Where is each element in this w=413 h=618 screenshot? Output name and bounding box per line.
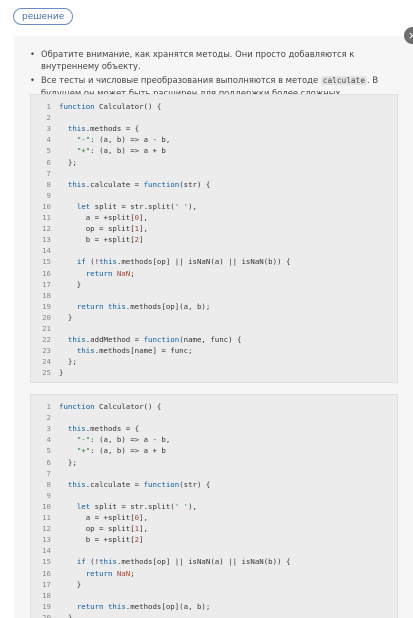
code-text: };: [59, 457, 77, 467]
code-text: }: [59, 368, 64, 378]
code-text: "-": (a, b) => a - b,: [76, 135, 171, 145]
code-text: let split = str.split(' '),: [76, 501, 197, 511]
line-number: 7: [46, 168, 51, 178]
code-text: };: [59, 157, 77, 167]
line-number: 4: [46, 435, 51, 445]
note-text: Обратите внимание, как хранятся методы. …: [41, 49, 355, 71]
code-text: this.methods[name] = func;: [76, 346, 193, 356]
line-number: 7: [46, 468, 51, 478]
code-text: this.calculate = function(str) {: [67, 479, 211, 489]
code-text: if (!this.methods[op] || isNaN(a) || isN…: [76, 257, 291, 267]
solution-button[interactable]: решение: [13, 8, 74, 25]
inline-code: calculate: [320, 76, 368, 85]
line-number: 13: [42, 535, 51, 545]
line-number: 2: [46, 113, 51, 123]
code-text: b = +split[2]: [59, 535, 144, 545]
code-text: this.calculate = function(str) {: [67, 179, 211, 189]
line-number: 25: [42, 368, 51, 378]
line-number: 18: [42, 590, 51, 600]
line-number: 24: [42, 357, 51, 367]
code-text: "+": (a, b) => a + b: [76, 446, 166, 456]
line-number: 20: [42, 312, 51, 322]
line-number: 12: [42, 224, 51, 234]
line-number: 5: [46, 146, 51, 156]
note-text: Все тесты и числовые преобразования выпо…: [41, 75, 321, 85]
line-number: 4: [46, 135, 51, 145]
line-number: 19: [42, 601, 51, 611]
code-text: "+": (a, b) => a + b: [76, 146, 166, 156]
line-number: 18: [42, 290, 51, 300]
line-number: 9: [46, 190, 51, 200]
line-number: 10: [42, 501, 51, 511]
note-item: Обратите внимание, как хранятся методы. …: [30, 48, 390, 72]
code-text: "-": (a, b) => a - b,: [76, 435, 171, 445]
code-text: }: [59, 279, 82, 289]
line-number: 2: [46, 413, 51, 423]
line-number: 16: [42, 568, 51, 578]
line-number: 6: [46, 457, 51, 467]
code-text: return this.methods[op](a, b);: [76, 301, 211, 311]
code-text: op = split[1],: [59, 524, 149, 534]
line-number: 15: [42, 557, 51, 567]
code-text: if (!this.methods[op] || isNaN(a) || isN…: [76, 557, 291, 567]
solution-panel: Обратите внимание, как хранятся методы. …: [14, 36, 413, 618]
code-text: b = +split[2]: [59, 235, 144, 245]
line-number: 1: [46, 102, 51, 111]
code-text: a = +split[0],: [59, 513, 149, 522]
code-text: }: [59, 312, 73, 322]
line-number: 15: [42, 257, 51, 267]
line-number: 13: [42, 235, 51, 245]
line-number: 3: [46, 124, 51, 134]
code-text: };: [59, 357, 77, 367]
line-number: 17: [42, 579, 51, 589]
line-number: 14: [42, 246, 51, 256]
line-number: 10: [42, 201, 51, 211]
line-number: 1: [46, 402, 51, 411]
line-number: 14: [42, 546, 51, 556]
line-number: 8: [46, 179, 51, 189]
line-number: 16: [42, 268, 51, 278]
line-number: 19: [42, 301, 51, 311]
code-text: return NaN;: [85, 268, 135, 278]
line-number: 23: [42, 346, 51, 356]
code-text: this.addMethod = function(name, func) {: [67, 335, 242, 345]
line-number: 21: [42, 324, 51, 333]
code-text: this.methods = {: [67, 124, 140, 134]
code-text: let split = str.split(' '),: [76, 201, 197, 211]
code-text: op = split[1],: [59, 224, 149, 234]
line-number: 22: [42, 335, 51, 345]
code-text: return this.methods[op](a, b);: [76, 601, 211, 611]
line-number: 17: [42, 279, 51, 289]
line-number: 3: [46, 424, 51, 434]
code-text: function Calculator() {: [59, 402, 162, 411]
close-icon[interactable]: ×: [404, 27, 413, 44]
line-number: 8: [46, 479, 51, 489]
code-text: function Calculator() {: [59, 102, 162, 111]
line-number: 11: [42, 513, 51, 522]
code-text: this.methods = {: [67, 424, 140, 434]
line-number: 12: [42, 524, 51, 534]
line-number: 11: [42, 213, 51, 222]
code-text: }: [59, 579, 82, 589]
line-number: 6: [46, 157, 51, 167]
code-text: return NaN;: [85, 568, 135, 578]
code-text: a = +split[0],: [59, 213, 149, 222]
line-number: 20: [42, 612, 51, 618]
line-number: 5: [46, 446, 51, 456]
line-number: 9: [46, 490, 51, 500]
code-text: }: [59, 612, 73, 618]
